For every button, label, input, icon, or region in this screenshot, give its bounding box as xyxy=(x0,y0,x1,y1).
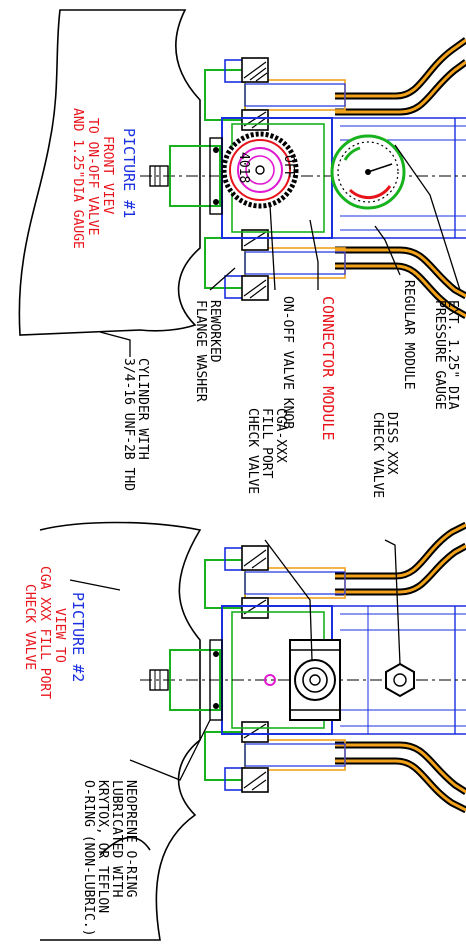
fitting-1-left xyxy=(169,145,221,207)
knob-mark-a: 4018 xyxy=(236,152,251,183)
cga-fill-port-valve xyxy=(264,639,341,721)
label-neoprene-4: O-RING (NON-LUBRIC.) xyxy=(81,780,96,937)
label-pic1-1: PICTURE #1 xyxy=(120,128,138,218)
hose-1-lower xyxy=(335,246,466,300)
label-reworked-2: FLANGE WASHER xyxy=(193,300,208,402)
leader-connector-module xyxy=(309,219,319,290)
leader-pic2 xyxy=(69,579,121,591)
leader-diss xyxy=(384,539,401,665)
label-cga-3: CHECK VALVE xyxy=(245,408,260,494)
label-pic2-1: PICTURE #2 xyxy=(69,592,87,682)
leader-reworked xyxy=(209,267,236,291)
label-ext-gauge-1: EXT. 1.25" DIA xyxy=(445,300,460,410)
label-ext-gauge-2: PRESSURE GAUGE xyxy=(432,300,447,410)
label-cga-1: CGA-XXX xyxy=(273,408,288,463)
cylinder-2-outline xyxy=(39,521,202,941)
pressure-gauge xyxy=(330,134,406,210)
label-pic1-4: AND 1.25"DIA GAUGE xyxy=(70,108,85,249)
leader-neoprene xyxy=(129,719,211,781)
label-pic1-2: FRONT VIEV xyxy=(100,136,115,214)
label-diss-2: CHECK VALVE xyxy=(370,412,385,498)
label-regular-module: REGULAR MODULE xyxy=(401,280,416,390)
hose-2-lower xyxy=(335,741,466,795)
label-connector-module: CONNECTOR MODULE xyxy=(319,296,337,441)
label-neoprene-3: KRYTOX, OR TEFLON xyxy=(95,780,110,913)
label-neoprene-2: LUBRICATED WITH xyxy=(109,780,124,897)
knob-mark-b: OFF xyxy=(281,155,296,179)
label-pic2-2: VIEW TO xyxy=(52,608,67,663)
diss-check-valve xyxy=(385,662,415,698)
label-reworked-1: REWORKED xyxy=(207,300,222,363)
leader-ext-gauge xyxy=(394,144,461,291)
label-cga-2: FILL PORT xyxy=(259,408,274,479)
cylinder-1-outline xyxy=(18,9,201,336)
label-onoff-knob: ON-OFF VALVE KNOB xyxy=(280,296,295,429)
label-cylinder-2: 3/4-16 UNF-2B THD xyxy=(121,358,136,491)
leader-onoff-knob xyxy=(269,204,276,291)
hose-2-upper xyxy=(335,542,466,596)
picture-2-assembly xyxy=(39,521,466,941)
picture-1-assembly: 4018 OFF xyxy=(18,9,466,357)
label-diss-1: DISS XXX xyxy=(384,412,399,475)
label-cylinder-1: CYLINDER WITH xyxy=(135,358,150,460)
label-pic1-3: TO ON-OFF VALVE xyxy=(85,118,100,235)
hose-1-upper xyxy=(335,59,466,116)
leader-cga xyxy=(264,539,313,661)
on-off-valve-knob: 4018 OFF xyxy=(221,131,299,209)
leader-regular-module xyxy=(374,225,401,276)
leader-cylinder xyxy=(99,331,131,357)
nut-2-bottom xyxy=(241,767,269,793)
label-pic2-3: CGA XXX FILL PORT xyxy=(37,566,52,699)
label-pic2-4: CHECK VALVE xyxy=(22,584,37,670)
fitting-2-left xyxy=(169,649,221,711)
label-neoprene-1: NEOPRENE O-RING xyxy=(123,780,138,898)
